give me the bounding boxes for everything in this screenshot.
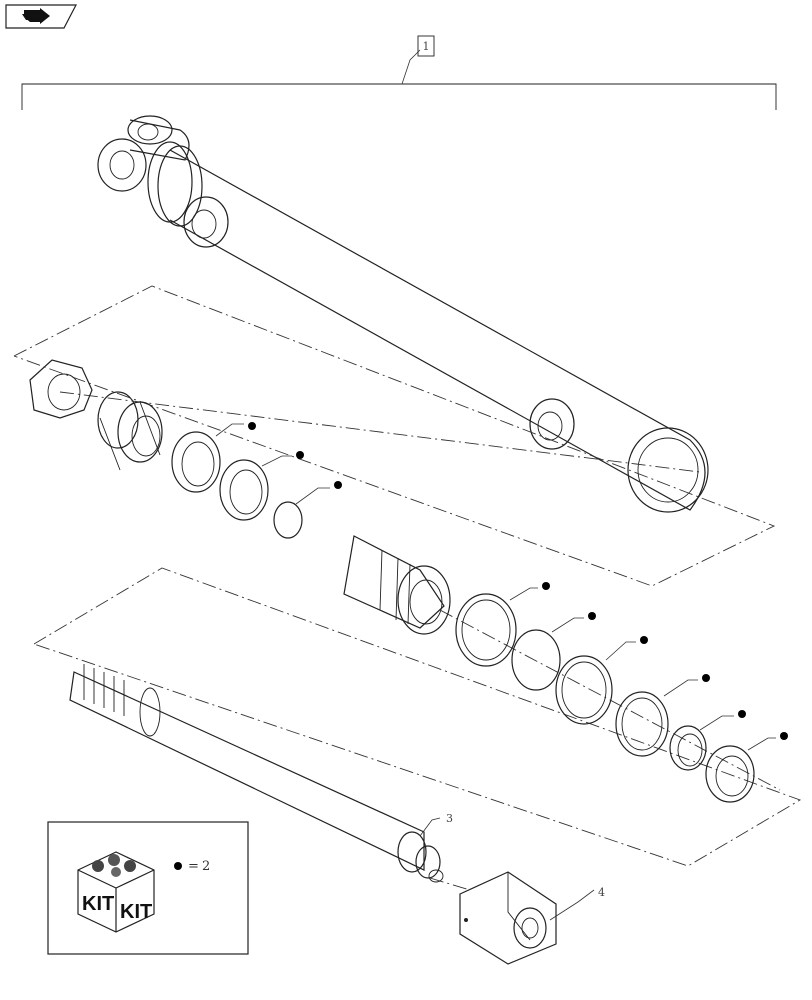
kit-box-icon: KIT KIT xyxy=(77,851,155,933)
center-axis-rod xyxy=(429,877,471,891)
kit-legend: KIT KIT = 2 xyxy=(47,821,249,955)
kit-marker xyxy=(542,582,550,590)
wiper-seal xyxy=(669,710,746,771)
seal-ring-a xyxy=(171,422,256,493)
seal-ring-b xyxy=(219,451,304,521)
o-ring-small xyxy=(273,481,342,539)
kit-legend-value: 2 xyxy=(202,859,210,874)
center-axis-upper xyxy=(59,391,701,473)
gland-sleeve xyxy=(97,391,163,471)
kit-marker xyxy=(702,674,710,682)
alignment-line-upper xyxy=(13,285,776,587)
kit-legend-marker xyxy=(174,862,182,870)
forward-arrow-icon xyxy=(22,8,50,24)
kit-marker xyxy=(640,636,648,644)
kit-marker xyxy=(588,612,596,620)
cylinder-barrel xyxy=(97,115,709,513)
kit-marker xyxy=(296,451,304,459)
gland-nut xyxy=(29,359,93,419)
piston-seal-1 xyxy=(455,582,550,667)
piston-seal-3 xyxy=(555,636,648,725)
piston xyxy=(343,535,451,635)
piston-rod: 3 xyxy=(69,664,453,883)
rod-seal xyxy=(705,732,788,803)
nav-back-button[interactable] xyxy=(5,4,77,29)
rod-callout-label: 3 xyxy=(446,812,453,825)
assembly-bracket: 1 xyxy=(21,35,777,110)
center-axis-lower xyxy=(439,609,781,791)
kit-marker xyxy=(248,422,256,430)
kit-box-text-right: KIT xyxy=(120,901,152,923)
clevis-callout-label: 4 xyxy=(598,886,605,899)
alignment-line-lower xyxy=(33,567,802,867)
rod-clevis: 4 xyxy=(459,871,605,965)
assembly-callout-label: 1 xyxy=(423,40,430,53)
kit-box-text-left: KIT xyxy=(82,893,114,915)
kit-marker xyxy=(334,481,342,489)
kit-marker xyxy=(738,710,746,718)
kit-legend-equals: = xyxy=(188,859,199,874)
piston-seal-2 xyxy=(511,612,596,691)
piston-seal-4 xyxy=(615,674,710,757)
kit-marker xyxy=(780,732,788,740)
